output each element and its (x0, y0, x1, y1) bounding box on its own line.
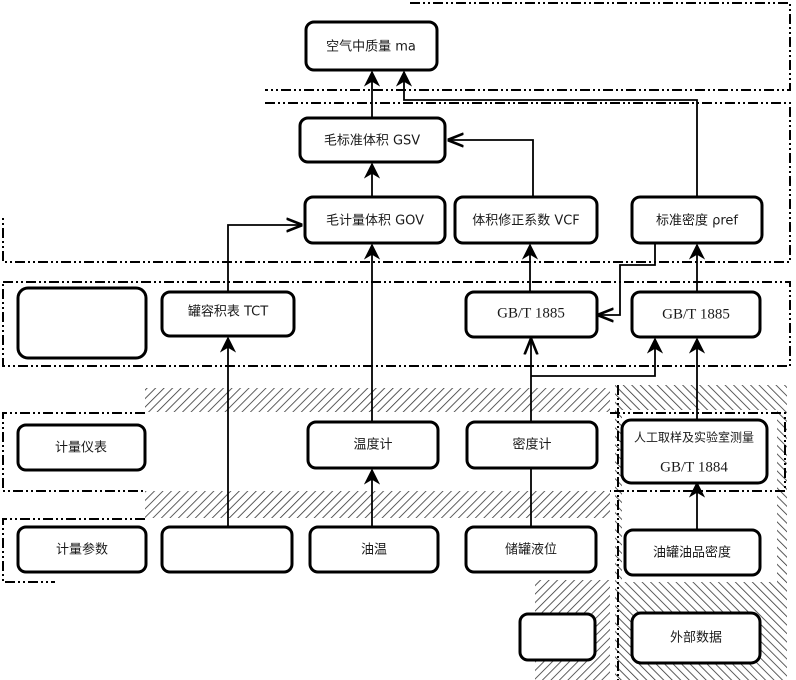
node-external-data[interactable]: 外部数据 (630, 611, 762, 665)
region-layer-4 (2, 412, 145, 492)
node-gbt1885-right[interactable]: GB/T 1885 (630, 290, 762, 339)
region-layer-1 (265, 2, 791, 91)
node-lab-sampling-label-line1: 人工取样及实验室测量 (634, 430, 754, 445)
node-gov[interactable]: 毛计量体积 GOV (303, 195, 447, 245)
node-tank-density-label: 油罐油品密度 (653, 545, 731, 561)
edge-tank-table-to-gov (227, 225, 301, 292)
node-instruments-label: 计量仪表 (55, 441, 107, 456)
node-gbt1885-left[interactable]: GB/T 1885 (464, 290, 599, 339)
node-thermometer[interactable]: 温度计 (306, 420, 440, 470)
hatch-band-upper (145, 388, 610, 412)
node-external-data-label: 外部数据 (670, 631, 722, 646)
node-thermometer-label: 温度计 (353, 437, 392, 453)
node-lab-sampling-label-line2: GB/T 1884 (660, 459, 728, 475)
node-top-label: 空气中质量 ma (326, 39, 416, 55)
node-densimeter[interactable]: 密度计 (465, 420, 599, 470)
node-ext-blank[interactable] (518, 612, 597, 662)
node-gbt1885-left-label: GB/T 1885 (497, 305, 565, 321)
node-lab-sampling[interactable]: 人工取样及实验室测量 GB/T 1884 (620, 418, 769, 485)
node-tank-table[interactable]: 罐容积表 TCT (160, 290, 296, 338)
region-layer-5 (2, 518, 145, 583)
edge-rho-to-gbt-left (599, 243, 656, 315)
node-densimeter-label: 密度计 (512, 437, 551, 453)
node-gbt1885-right-label: GB/T 1885 (662, 306, 730, 322)
node-oil-temp[interactable]: 油温 (308, 525, 440, 574)
node-tank-table-label: 罐容积表 TCT (188, 304, 268, 320)
region-layer-2 (2, 102, 791, 263)
node-tank-level-label: 储罐液位 (505, 543, 557, 558)
node-rho-ref[interactable]: 标准密度 ρref (630, 195, 764, 245)
node-vcf-label: 体积修正系数 VCF (472, 214, 580, 229)
node-gsv[interactable]: 毛标准体积 GSV (298, 116, 447, 164)
edge-densimeter-to-gbt-right (531, 337, 664, 377)
node-tank-level[interactable]: 储罐液位 (464, 525, 598, 574)
node-rho-ref-label: 标准密度 ρref (656, 213, 738, 229)
node-params-label: 计量参数 (56, 542, 108, 558)
node-instruments[interactable]: 计量仪表 (16, 423, 147, 472)
edge-vcf-to-gsv (449, 140, 534, 197)
node-vcf[interactable]: 体积修正系数 VCF (453, 195, 599, 245)
node-layer3-blank[interactable] (16, 286, 148, 360)
node-top[interactable]: 空气中质量 ma (304, 20, 439, 72)
region-layer-3 (2, 281, 791, 367)
node-gov-label: 毛计量体积 GOV (326, 214, 424, 229)
hatch-band-lower (145, 491, 610, 518)
node-params[interactable]: 计量参数 (16, 525, 148, 574)
node-tank-density[interactable]: 油罐油品密度 (623, 528, 762, 577)
node-oil-temp-label: 油温 (361, 543, 387, 558)
node-layer5-blank[interactable] (160, 525, 294, 574)
node-gsv-label: 毛标准体积 GSV (324, 134, 420, 149)
edge-rho-to-top (395, 70, 698, 197)
